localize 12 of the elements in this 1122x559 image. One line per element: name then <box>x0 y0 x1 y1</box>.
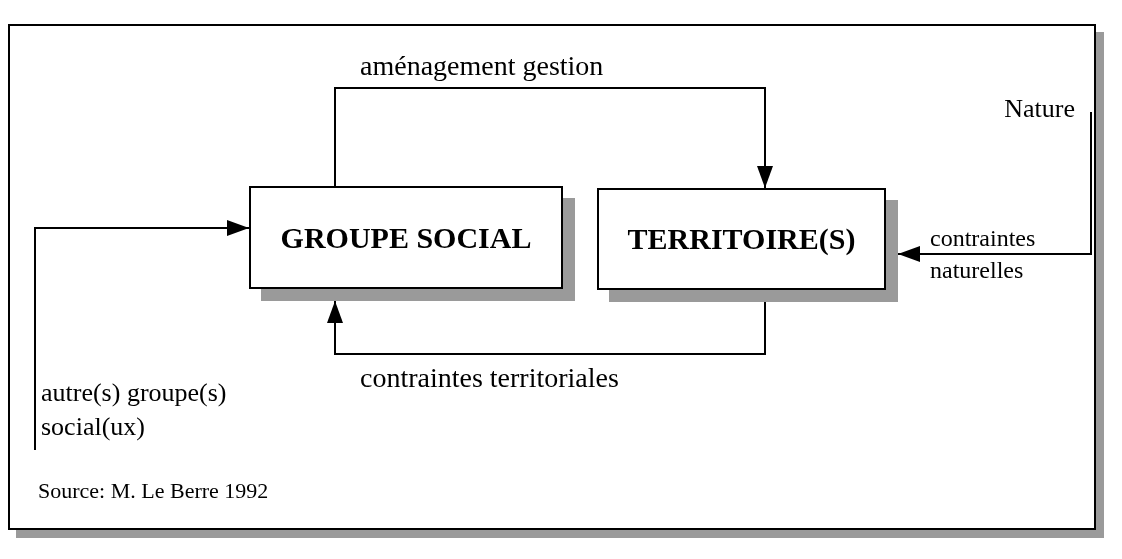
arrow <box>897 111 1092 262</box>
node-label: Nature <box>1004 96 1075 122</box>
node-label: TERRITOIRE(S) <box>627 224 856 254</box>
node-label: GROUPE SOCIAL <box>280 222 532 253</box>
edge-label: contraintes naturelles <box>930 224 1037 285</box>
node-label: autre(s) groupe(s) social(ux) <box>41 378 227 441</box>
edge-label: aménagement gestion <box>360 52 604 80</box>
source-note: Source: M. Le Berre 1992 <box>38 480 269 502</box>
arrow <box>334 87 773 189</box>
arrow <box>327 300 766 355</box>
edge-label: contraintes territoriales <box>360 364 619 392</box>
arrow <box>34 220 250 451</box>
